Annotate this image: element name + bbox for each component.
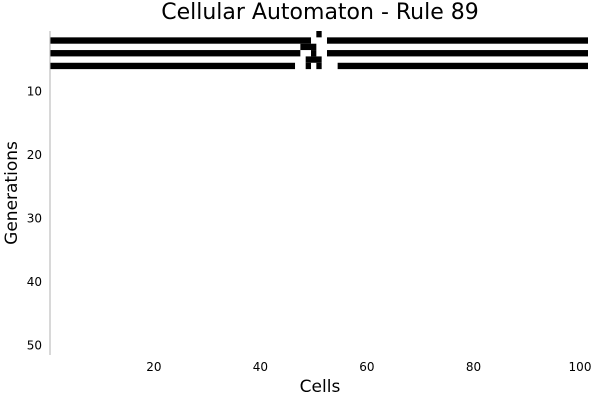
x-tick-label: 40 [253, 360, 268, 374]
live-cell-run [326, 50, 588, 57]
y-tick-label: 40 [27, 275, 42, 289]
live-cell-run [316, 62, 322, 70]
y-ticks: 10 20 30 40 50 [27, 84, 42, 352]
live-cell-run [50, 62, 296, 70]
x-tick-label: 100 [569, 360, 592, 374]
live-cell-run [50, 37, 312, 44]
chart-title: Cellular Automaton - Rule 89 [161, 0, 479, 25]
y-tick-label: 50 [27, 338, 42, 352]
live-cell-run [300, 43, 317, 51]
live-cell-run [305, 62, 312, 70]
y-axis-label: Generations [2, 141, 22, 245]
y-tick-label: 20 [27, 148, 42, 162]
live-cell-run [50, 50, 301, 57]
x-ticks: 20 40 60 80 100 [146, 360, 591, 374]
live-cell-run [316, 31, 322, 38]
live-cell-run [305, 56, 322, 63]
live-cell-run [311, 50, 317, 57]
live-cell-run [326, 37, 588, 44]
cell-grid [50, 31, 588, 70]
x-tick-label: 80 [466, 360, 481, 374]
y-tick-label: 10 [27, 84, 42, 98]
x-tick-label: 60 [359, 360, 374, 374]
y-tick-label: 30 [27, 211, 42, 225]
x-tick-label: 20 [146, 360, 161, 374]
live-cell-run [337, 62, 588, 70]
x-axis-label: Cells [300, 377, 341, 397]
